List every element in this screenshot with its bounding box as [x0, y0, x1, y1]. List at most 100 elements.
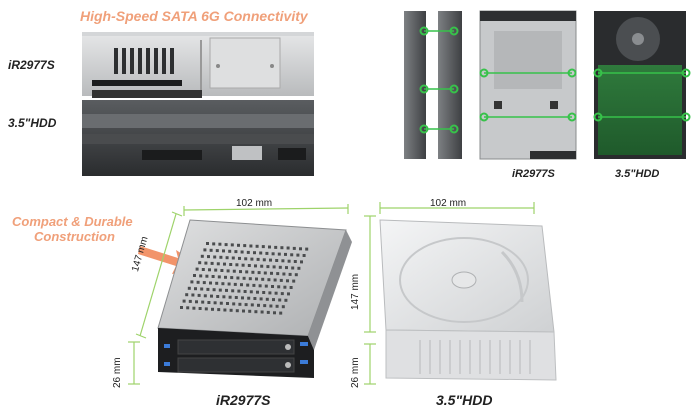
perforation-hole: [265, 297, 269, 301]
perforation-hole: [286, 246, 290, 250]
perforation-hole: [287, 259, 291, 263]
perforation-hole: [226, 269, 230, 273]
device-width-label: 102 mm: [236, 198, 273, 209]
perforation-hole: [193, 274, 196, 277]
perforation-hole: [266, 310, 270, 314]
perforation-hole: [253, 251, 256, 255]
perforation-hole: [245, 270, 249, 274]
perforation-hole: [207, 255, 210, 259]
perforation-hole: [243, 290, 247, 293]
perforation-hole: [305, 247, 309, 251]
perforation-hole: [213, 301, 217, 305]
perforation-hole: [269, 258, 272, 262]
perforation-hole: [234, 296, 238, 299]
perforation-hole: [235, 263, 239, 267]
perforation-hole: [246, 283, 250, 287]
perforation-hole: [196, 280, 200, 284]
bottom-hdd-caption: 3.5"HDD: [436, 392, 493, 408]
hdd-dimension-lines: [364, 202, 535, 385]
perforation-hole: [201, 300, 205, 304]
perforation-hole: [222, 249, 225, 253]
perforation-hole: [226, 302, 229, 305]
perforation-hole: [279, 278, 283, 282]
perforation-hole: [256, 257, 260, 261]
perforation-hole: [256, 290, 259, 294]
perforation-hole: [246, 250, 250, 254]
perforation-hole: [203, 248, 207, 252]
perforation-hole: [207, 301, 211, 304]
perforation-hole: [262, 258, 266, 262]
device-height-label: 26 mm: [112, 357, 123, 388]
hdd-label: 3.5"HDD: [8, 116, 57, 130]
perforation-hole: [263, 304, 267, 308]
perforation-hole: [293, 260, 297, 263]
perforation-hole: [194, 287, 197, 291]
perforation-hole: [250, 303, 254, 307]
perforation-hole: [271, 285, 274, 288]
perforation-hole: [252, 283, 256, 287]
perforation-hole: [205, 274, 209, 278]
perforation-hole: [213, 255, 217, 259]
perforation-hole: [274, 245, 278, 249]
perforation-hole: [231, 256, 235, 260]
perforation-hole: [240, 250, 244, 254]
perforation-hole: [272, 265, 276, 269]
perforation-hole: [209, 281, 212, 285]
perforation-hole: [282, 272, 286, 276]
perforation-hole: [261, 245, 265, 249]
perforation-hole: [284, 252, 287, 256]
perforation-hole: [244, 257, 248, 261]
perforation-hole: [288, 272, 292, 276]
perforation-hole: [292, 246, 296, 250]
bottom-device-caption: iR2977S: [216, 392, 271, 408]
perforation-hole: [209, 248, 213, 252]
top-device-caption: iR2977S: [512, 168, 555, 180]
perforation-hole: [257, 303, 260, 307]
perforation-hole: [230, 243, 234, 247]
perforation-hole: [285, 266, 288, 270]
perforation-hole: [276, 272, 280, 276]
perforation-hole: [273, 311, 276, 315]
perforation-hole: [198, 261, 202, 265]
perforation-hole: [212, 288, 216, 292]
perforation-hole: [217, 275, 221, 279]
perforation-hole: [291, 266, 295, 270]
perforation-hole: [281, 259, 285, 263]
perforation-hole: [294, 273, 298, 277]
perforation-hole: [224, 243, 228, 247]
perforation-hole: [215, 249, 219, 253]
perforation-hole: [299, 247, 302, 251]
perforation-hole: [211, 275, 215, 278]
hdd-height-label: 26 mm: [350, 357, 361, 388]
perforation-hole: [266, 265, 270, 269]
perforation-hole: [218, 242, 222, 246]
perforation-hole: [222, 295, 226, 299]
perforation-hole: [185, 293, 189, 297]
perforation-hole: [216, 295, 220, 298]
perforation-hole: [279, 311, 283, 315]
perforation-hole: [244, 303, 248, 307]
perforation-hole: [235, 309, 239, 313]
perforation-hole: [283, 285, 287, 289]
perforation-hole: [198, 307, 202, 310]
perforation-hole: [232, 302, 236, 306]
perforation-hole: [223, 262, 226, 266]
perforation-hole: [272, 298, 275, 302]
perforation-hole: [261, 277, 265, 281]
perforation-hole: [277, 252, 281, 256]
perforation-hole: [242, 276, 246, 280]
perforation-hole: [203, 294, 207, 298]
perforation-hole: [275, 304, 279, 308]
perforation-hole: [220, 269, 224, 272]
perforation-hole: [197, 293, 201, 297]
perforation-hole: [200, 254, 204, 258]
perforation-hole: [192, 306, 196, 310]
perforation-hole: [290, 253, 294, 257]
perforation-hole: [289, 286, 293, 289]
perforation-hole: [257, 271, 261, 275]
perforation-hole: [274, 291, 278, 295]
perforation-hole: [201, 268, 205, 271]
perforation-hole: [259, 297, 263, 301]
perforation-hole: [187, 286, 191, 290]
perforation-hole: [180, 306, 183, 309]
